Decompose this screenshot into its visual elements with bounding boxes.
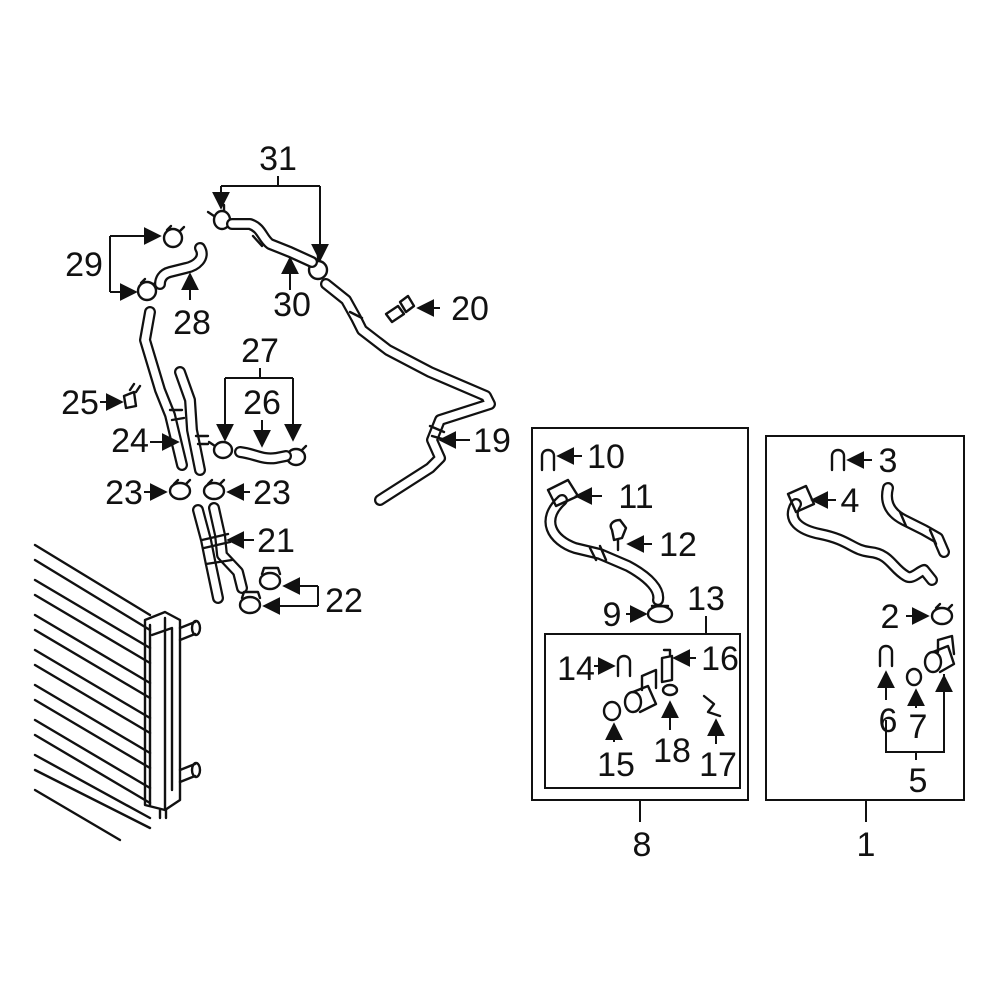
callout-23-left: 23 <box>105 474 168 512</box>
svg-text:23: 23 <box>253 474 291 512</box>
svg-text:6: 6 <box>879 702 898 740</box>
callout-15: 15 <box>597 722 635 784</box>
svg-text:16: 16 <box>701 640 739 678</box>
callout-29: 29 <box>65 227 162 301</box>
connector-elbow-5[interactable] <box>923 634 956 674</box>
callout-5: 5 <box>877 670 953 800</box>
svg-text:7: 7 <box>909 708 928 746</box>
clip-3[interactable] <box>830 448 846 472</box>
bolt-20[interactable] <box>384 294 416 324</box>
sensor-16[interactable] <box>660 648 674 684</box>
svg-text:15: 15 <box>597 746 635 784</box>
svg-text:4: 4 <box>841 482 860 520</box>
o-ring-15[interactable] <box>602 700 622 722</box>
svg-text:2: 2 <box>881 598 900 636</box>
callout-12: 12 <box>626 526 697 564</box>
coolant-pipe-24[interactable] <box>139 306 210 476</box>
callout-20: 20 <box>416 290 489 328</box>
callout-10: 10 <box>556 438 625 476</box>
heater-hose-30[interactable] <box>226 218 318 268</box>
svg-text:21: 21 <box>257 522 295 560</box>
clip-14[interactable] <box>616 654 632 678</box>
callout-16: 16 <box>672 640 739 678</box>
connector-elbow-13[interactable] <box>623 668 658 714</box>
callout-9: 9 <box>603 596 648 634</box>
callout-2: 2 <box>881 598 930 636</box>
svg-text:14: 14 <box>557 650 595 688</box>
callout-18: 18 <box>653 700 691 770</box>
svg-text:13: 13 <box>687 580 725 618</box>
svg-text:10: 10 <box>587 438 625 476</box>
svg-text:22: 22 <box>325 582 363 620</box>
svg-text:31: 31 <box>259 140 297 178</box>
svg-text:24: 24 <box>111 422 149 460</box>
callout-7: 7 <box>907 688 928 746</box>
hose-28[interactable] <box>154 242 208 290</box>
callout-14: 14 <box>557 650 616 688</box>
hose-clamp-23-left[interactable] <box>168 478 192 501</box>
svg-text:9: 9 <box>603 596 622 634</box>
callout-11: 11 <box>574 478 654 516</box>
callout-30: 30 <box>273 256 311 324</box>
svg-text:28: 28 <box>173 304 211 342</box>
callout-8: 8 <box>633 800 652 864</box>
svg-text:18: 18 <box>653 732 691 770</box>
svg-text:20: 20 <box>451 290 489 328</box>
hose-clamp-2[interactable] <box>930 602 954 626</box>
callout-23-right: 23 <box>226 474 291 512</box>
hose-clamp-31-upper[interactable] <box>206 203 232 231</box>
hose-clamp-29-upper[interactable] <box>162 224 186 249</box>
svg-text:25: 25 <box>61 384 99 422</box>
callout-28: 28 <box>173 272 211 342</box>
callout-31: 31 <box>212 140 329 262</box>
callout-25: 25 <box>61 384 124 422</box>
svg-text:27: 27 <box>241 332 279 370</box>
callout-27: 27 <box>216 332 302 442</box>
upper-radiator-hose-11[interactable] <box>544 478 665 606</box>
svg-text:1: 1 <box>857 826 876 864</box>
svg-text:30: 30 <box>273 286 311 324</box>
clip-6[interactable] <box>878 644 894 668</box>
svg-text:19: 19 <box>473 422 511 460</box>
lower-radiator-hose-4[interactable] <box>786 482 950 586</box>
retaining-clip-17[interactable] <box>702 694 722 718</box>
svg-text:26: 26 <box>243 384 281 422</box>
hose-clamp-22-lower[interactable] <box>238 590 262 615</box>
hose-clamp-27-left[interactable] <box>207 440 234 460</box>
clip-12[interactable] <box>609 518 628 552</box>
o-ring-7[interactable] <box>905 667 923 687</box>
callout-24: 24 <box>111 422 180 460</box>
hose-26[interactable] <box>234 446 292 465</box>
callout-3: 3 <box>846 442 898 480</box>
svg-text:3: 3 <box>879 442 898 480</box>
radiator[interactable] <box>33 543 202 842</box>
svg-text:5: 5 <box>909 762 928 800</box>
callout-6: 6 <box>879 702 898 740</box>
callout-13: 13 <box>687 580 725 634</box>
svg-text:29: 29 <box>65 246 103 284</box>
bleeder-fitting-25[interactable] <box>122 382 142 410</box>
svg-text:8: 8 <box>633 826 652 864</box>
clip-10[interactable] <box>540 448 556 472</box>
hose-clamp-9[interactable] <box>646 604 674 624</box>
callout-17: 17 <box>699 718 737 784</box>
svg-text:17: 17 <box>699 746 737 784</box>
hose-21[interactable] <box>192 502 248 604</box>
svg-text:11: 11 <box>618 478 653 516</box>
svg-text:12: 12 <box>659 526 697 564</box>
o-ring-18[interactable] <box>661 683 679 697</box>
callout-4: 4 <box>810 482 860 520</box>
callout-22: 22 <box>262 577 363 620</box>
callout-26: 26 <box>243 384 281 448</box>
callout-1: 1 <box>857 800 876 864</box>
callout-21: 21 <box>226 522 295 560</box>
hose-clamp-23-right[interactable] <box>202 478 226 501</box>
hose-clamp-22-upper[interactable] <box>258 566 282 591</box>
svg-text:23: 23 <box>105 474 143 512</box>
callout-19: 19 <box>438 422 511 460</box>
